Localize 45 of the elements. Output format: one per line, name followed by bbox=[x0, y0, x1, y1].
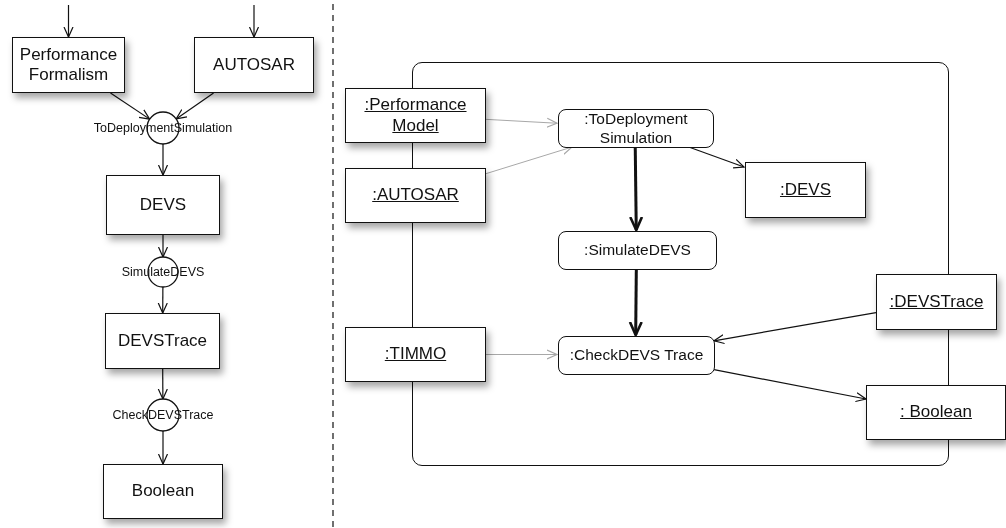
arrow bbox=[628, 146, 644, 232]
node-label: : Boolean bbox=[900, 402, 972, 423]
arrow bbox=[157, 368, 168, 400]
object-box bbox=[105, 313, 220, 369]
arrow bbox=[175, 92, 215, 120]
arrow bbox=[688, 146, 745, 169]
object-box bbox=[345, 168, 486, 223]
node-label: :ToDeployment Simulation bbox=[583, 109, 689, 148]
node-label: AUTOSAR bbox=[213, 54, 295, 76]
arrow bbox=[63, 4, 74, 38]
process-box bbox=[558, 336, 715, 375]
object-box bbox=[876, 274, 997, 330]
object-box bbox=[103, 464, 223, 519]
arrow bbox=[109, 92, 151, 120]
object-box bbox=[866, 385, 1006, 440]
arrow bbox=[485, 145, 573, 175]
arrow bbox=[157, 286, 168, 314]
node-label: :Performance Model bbox=[363, 95, 468, 136]
arrow bbox=[485, 117, 558, 128]
node-label: :AUTOSAR bbox=[372, 185, 459, 206]
object-box bbox=[12, 37, 125, 93]
object-box bbox=[194, 37, 314, 93]
arrow bbox=[713, 369, 867, 403]
node-label: :DEVS bbox=[780, 179, 831, 201]
node-label: DEVS bbox=[139, 194, 187, 216]
object-box bbox=[106, 175, 220, 235]
process-box bbox=[558, 231, 717, 270]
object-box bbox=[345, 327, 486, 382]
arrow bbox=[157, 430, 169, 465]
node-label: DEVSTrace bbox=[117, 330, 208, 352]
node-label: :DEVSTrace bbox=[889, 291, 984, 313]
node-label: :CheckDEVS Trace bbox=[569, 346, 704, 365]
arrow bbox=[157, 143, 169, 176]
object-box bbox=[745, 162, 866, 218]
arrow bbox=[713, 311, 877, 345]
node-label: :TIMMO bbox=[384, 344, 447, 365]
arrow bbox=[157, 234, 169, 258]
node-label: Performance Formalism bbox=[18, 44, 119, 86]
arrow bbox=[485, 349, 558, 360]
arrow bbox=[248, 4, 260, 38]
process-box bbox=[558, 109, 714, 148]
arrow bbox=[628, 269, 643, 337]
object-box bbox=[345, 88, 486, 143]
node-label: :SimulateDEVS bbox=[584, 241, 691, 260]
node-label: Boolean bbox=[131, 481, 195, 502]
